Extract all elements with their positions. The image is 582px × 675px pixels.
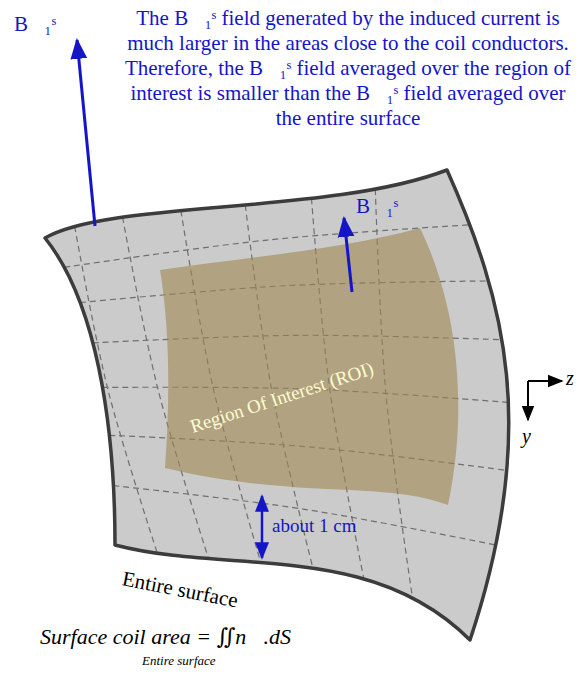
dimension-arrow bbox=[261, 496, 264, 558]
axis-label: z bbox=[566, 366, 574, 390]
region-of-interest: Region Of Interest (ROI) bbox=[160, 225, 475, 510]
area-formula: Surface coil area = ∬n⃗.dS⃗ bbox=[40, 624, 308, 650]
z-axis bbox=[528, 380, 562, 382]
dimension-label: about 1 cm bbox=[272, 515, 356, 538]
roi-fill bbox=[160, 228, 458, 505]
field-vector-label: B⃗₁ˢ bbox=[356, 194, 398, 219]
surface-name: Entire surface bbox=[120, 566, 240, 613]
formula-subscript: Entire surface bbox=[142, 653, 216, 669]
surface-border bbox=[45, 170, 509, 640]
field-vector-label: B⃗₁ˢ bbox=[14, 12, 56, 37]
entire-surface: Entire surface Region Of Interest (ROI) bbox=[40, 160, 535, 650]
field-arrow bbox=[77, 40, 95, 226]
explanation-note: The B⃗₁ˢ field generated by the induced … bbox=[122, 6, 574, 131]
surface-grid bbox=[64, 189, 508, 598]
field-arrow bbox=[344, 218, 352, 292]
surface-fill bbox=[45, 170, 509, 640]
axis-label: y bbox=[522, 424, 531, 448]
region-of-interest-outline bbox=[160, 225, 475, 510]
y-axis bbox=[527, 381, 529, 420]
